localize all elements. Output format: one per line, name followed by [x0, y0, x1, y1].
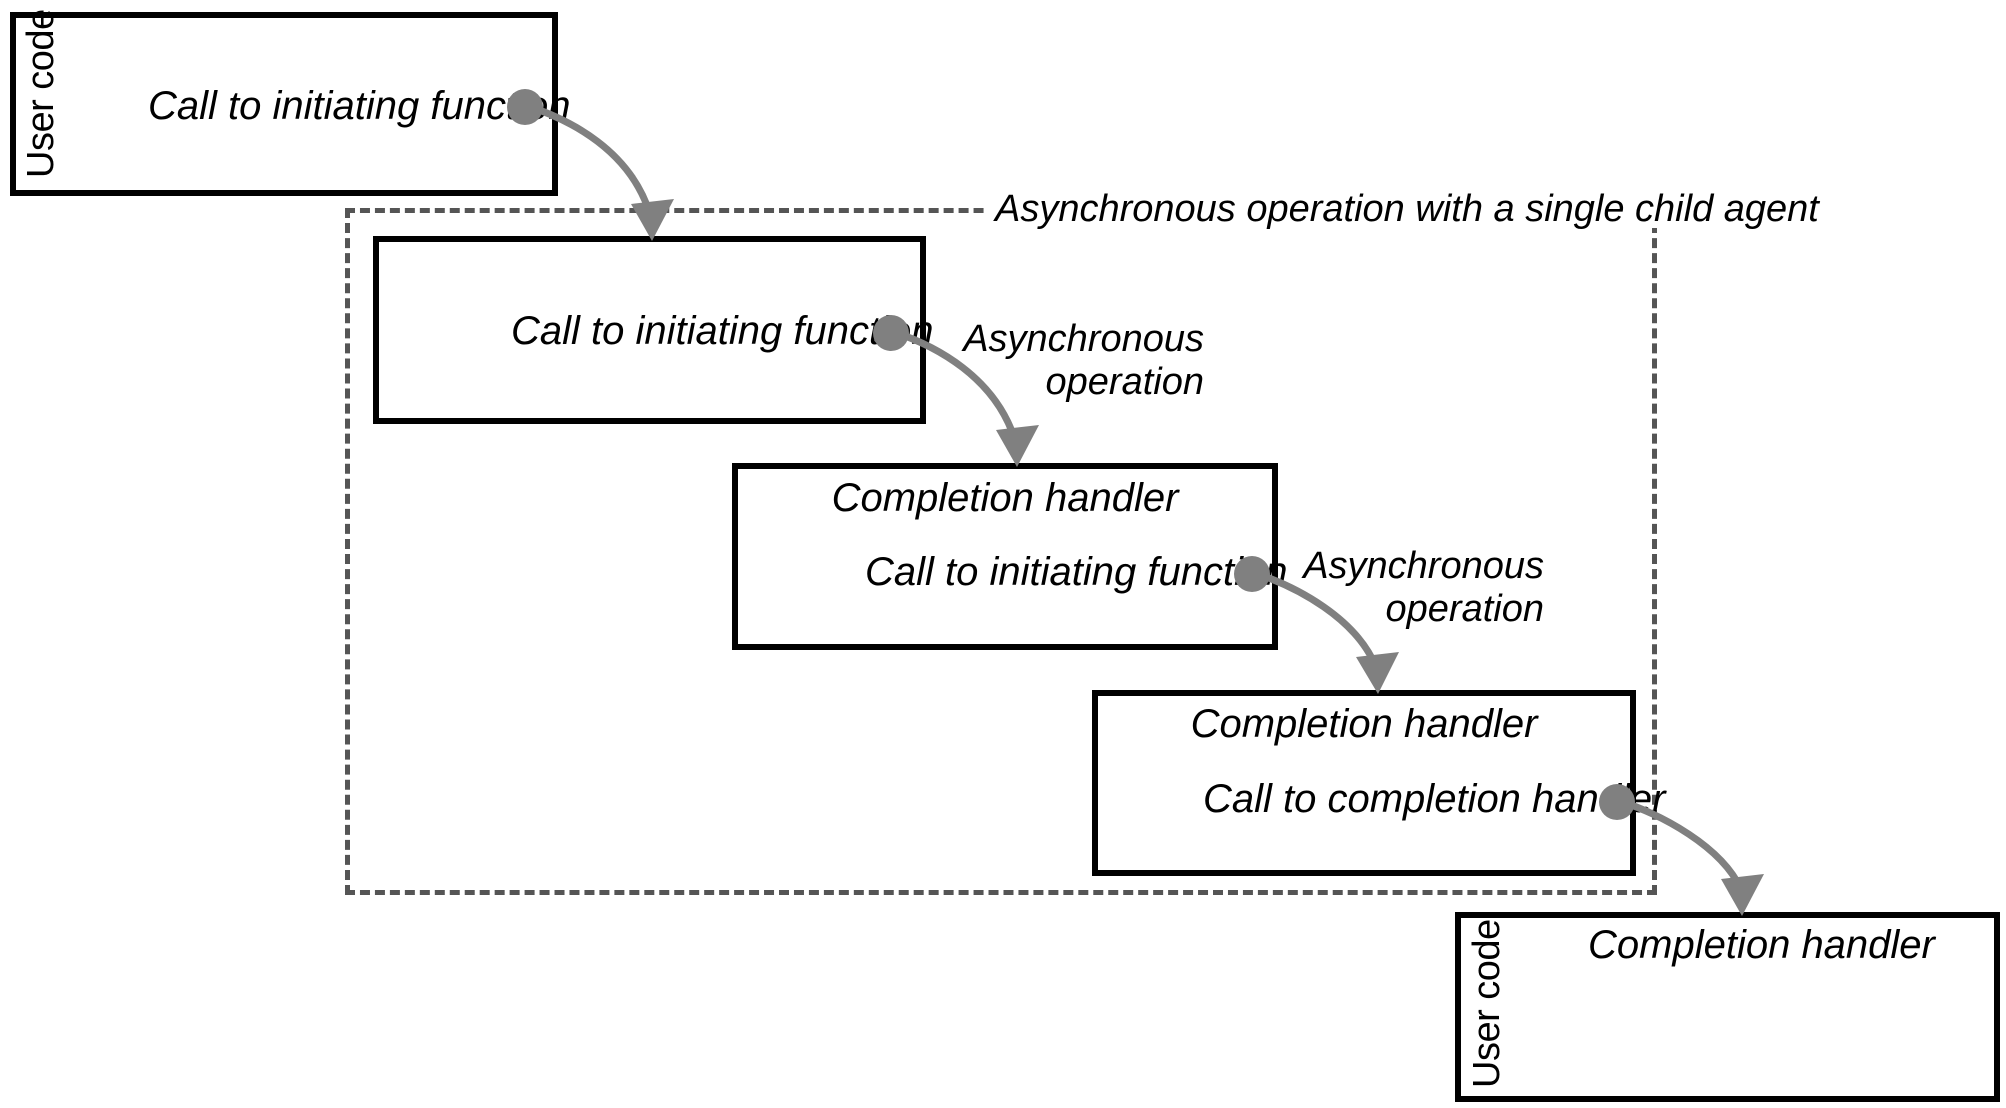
- edge-label-async-operation-1-line-2: operation: [1045, 360, 1204, 403]
- connector-edge-4-arrowhead: [1721, 874, 1764, 916]
- box-agent-completion-1-line-2: Call to initiating function: [865, 550, 1288, 594]
- edge-label-async-operation-1: Asynchronous operation: [946, 318, 1204, 403]
- band-label-user-code-bottom: User code: [1466, 919, 1508, 1088]
- edge-label-async-operation-2-line-2: operation: [1385, 587, 1544, 630]
- box-agent-completion-1-title: Completion handler: [831, 476, 1179, 520]
- box-agent-completion-2-title: Completion handler: [1190, 702, 1538, 746]
- edge-label-async-operation-2: Asynchronous operation: [1286, 545, 1544, 630]
- edge-label-async-operation-1-line-1: Asynchronous: [963, 318, 1204, 360]
- box-agent-completion-2-line-2: Call to completion handler: [1203, 777, 1666, 821]
- edge-label-async-operation-2-line-1: Asynchronous: [1303, 545, 1544, 587]
- box-user-code-bottom-line-1: Completion handler: [1588, 923, 1935, 967]
- box-agent-initiating-line-1: Call to initiating function: [511, 309, 934, 353]
- box-user-code-top-line-1: Call to initiating function: [148, 84, 571, 128]
- band-label-user-code-top: User code: [20, 9, 62, 178]
- group-label: Asynchronous operation with a single chi…: [985, 190, 1829, 228]
